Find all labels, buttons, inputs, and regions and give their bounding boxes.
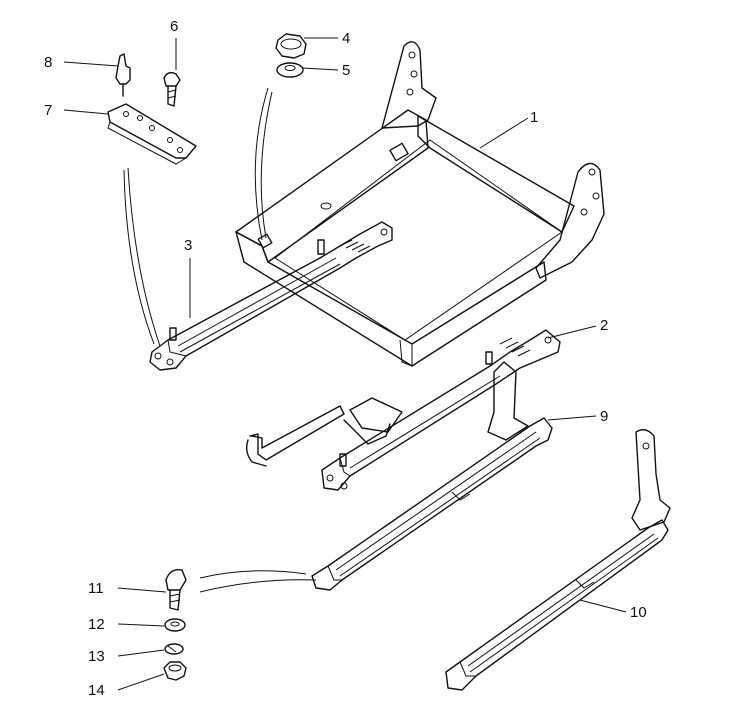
seat-frame bbox=[235, 41, 605, 367]
callout-3: 3 bbox=[184, 237, 192, 254]
callout-7: 7 bbox=[44, 102, 52, 119]
callout-6: 6 bbox=[170, 18, 178, 35]
front-bar bbox=[417, 115, 575, 233]
callout-5: 5 bbox=[342, 62, 350, 79]
callout-labels: 1 2 3 4 5 6 7 8 9 10 11 12 13 14 bbox=[44, 18, 647, 699]
inner-rail bbox=[311, 361, 553, 591]
lock-washer-13 bbox=[164, 643, 184, 655]
orange-clip bbox=[389, 142, 409, 162]
washer-12 bbox=[164, 618, 186, 632]
callout-14: 14 bbox=[88, 682, 105, 699]
callout-13: 13 bbox=[88, 648, 105, 665]
callout-11: 11 bbox=[88, 580, 104, 597]
callout-10: 10 bbox=[630, 604, 647, 621]
installation-lines bbox=[123, 87, 317, 593]
callout-1: 1 bbox=[530, 109, 538, 126]
callout-12: 12 bbox=[88, 616, 105, 633]
pin-8 bbox=[115, 53, 131, 97]
callout-9: 9 bbox=[600, 408, 608, 425]
nut-4 bbox=[275, 33, 307, 59]
callout-2: 2 bbox=[600, 317, 608, 334]
callout-8: 8 bbox=[44, 54, 52, 71]
frame-left-wall bbox=[235, 231, 547, 367]
callout-4: 4 bbox=[342, 30, 350, 47]
outer-rail bbox=[445, 429, 671, 691]
washer-5 bbox=[276, 62, 304, 78]
magenta-clip bbox=[257, 233, 273, 249]
mounting-plate-7 bbox=[107, 103, 197, 165]
screw-6 bbox=[163, 71, 181, 107]
nut-14 bbox=[163, 661, 187, 681]
bolt-11 bbox=[165, 569, 187, 611]
slide-rail-upper bbox=[245, 329, 561, 491]
back-bracket bbox=[381, 41, 437, 129]
leader-lines bbox=[63, 37, 627, 691]
front-bracket bbox=[535, 162, 605, 279]
slide-rail-left bbox=[149, 221, 393, 371]
